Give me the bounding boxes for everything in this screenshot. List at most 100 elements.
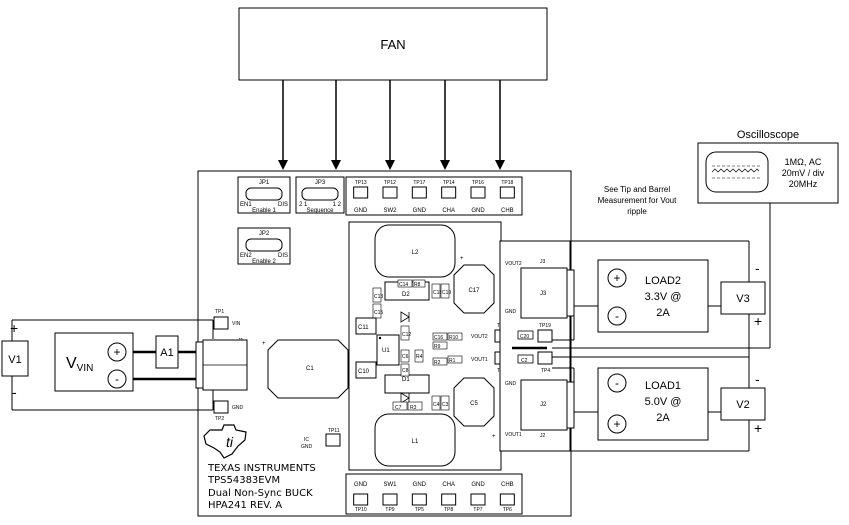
tp19-label: TP19 bbox=[539, 323, 551, 329]
r3-label: R3 bbox=[410, 405, 417, 411]
r1-label: R1 bbox=[449, 358, 456, 364]
c4-label: C4 bbox=[433, 402, 440, 408]
jp1-right: DIS bbox=[278, 202, 288, 208]
top-tp-box-tp18 bbox=[499, 186, 515, 199]
fan-block: FAN bbox=[238, 7, 548, 81]
voltmeter-v3: V3 - + bbox=[720, 260, 766, 329]
c12-label: C12 bbox=[402, 332, 411, 338]
bottom-tp-label-tp6: CHB bbox=[501, 482, 514, 488]
load1-current: 2A bbox=[656, 412, 670, 424]
bottom-tp-label-tp8: CHA bbox=[442, 482, 455, 488]
v2-plus: + bbox=[754, 420, 762, 436]
ammeter-a1: A1 bbox=[155, 335, 179, 369]
top-tp-name-tp18: TP18 bbox=[501, 180, 513, 186]
jp3-name: JP3 bbox=[315, 180, 326, 186]
jp1-left: EN1 bbox=[240, 202, 252, 208]
tp2-gnd: GND TP2 bbox=[213, 400, 244, 422]
jp1-caption: Enable 1 bbox=[252, 208, 276, 214]
load1-plus-terminal: + bbox=[613, 417, 620, 431]
j2-name: J2 bbox=[540, 402, 547, 408]
bottom-tp-box-tp9 bbox=[382, 493, 398, 506]
scope-setting-scale: 20mV / div bbox=[782, 168, 825, 178]
jp2-right: DIS bbox=[278, 253, 288, 259]
bottom-tp-label-tp9: SW1 bbox=[383, 482, 397, 488]
top-tp-name-tp17: TP17 bbox=[413, 180, 425, 186]
top-tp-label-tp16: GND bbox=[471, 208, 485, 214]
logo-line-2: TPS54383EVM bbox=[207, 475, 280, 486]
bottom-tp-box-tp5 bbox=[411, 493, 427, 506]
fan-arrows bbox=[278, 80, 505, 170]
top-tp-name-tp13: TP13 bbox=[355, 180, 367, 186]
capacitor-c11: C11 bbox=[355, 317, 377, 335]
inductor-l2: L2 bbox=[374, 224, 456, 278]
c2-label: C2 bbox=[521, 358, 528, 364]
tp11-label-ic: IC bbox=[304, 437, 309, 443]
c15-label: C15 bbox=[374, 310, 383, 316]
v3-plus: + bbox=[754, 313, 762, 329]
load2-voltage: 3.3V @ bbox=[645, 291, 682, 303]
j2-gnd-label: GND bbox=[505, 381, 517, 387]
vout1-tp-name: VOUT1 bbox=[471, 357, 488, 363]
bottom-small-parts: C7 R3 C4 C3 bbox=[392, 395, 450, 411]
capacitor-c2: C2 bbox=[517, 354, 534, 364]
c5-label: C5 bbox=[470, 401, 478, 407]
oscilloscope: Oscilloscope 1MΩ, AC 20mV / div 20MHz bbox=[697, 129, 839, 204]
c1-plus: + bbox=[262, 341, 266, 347]
u1-label: U1 bbox=[382, 348, 390, 354]
v2-label: V2 bbox=[736, 399, 749, 411]
v1-minus: - bbox=[12, 384, 17, 400]
j3-gnd-label: GND bbox=[505, 309, 517, 315]
load1: - + LOAD1 5.0V @ 2A bbox=[597, 367, 709, 441]
logo-line-3: Dual Non-Sync BUCK bbox=[208, 488, 313, 499]
top-tp-label-tp13: GND bbox=[354, 208, 368, 214]
c13-label: C13 bbox=[374, 294, 383, 300]
bottom-tp-box-tp6 bbox=[499, 493, 515, 506]
d2-label: D2 bbox=[402, 292, 410, 298]
top-tp-box-tp17 bbox=[411, 186, 427, 199]
capacitor-c10: C10 bbox=[355, 361, 377, 379]
c10-label: C10 bbox=[358, 369, 370, 375]
jumper-jp3: JP3 2 1 1 2 Sequence bbox=[295, 176, 345, 214]
mid-small-parts: C12 C16 R10 R9 R4 R1 R2 C6 C8 bbox=[400, 325, 463, 377]
note-line-2: Measurement for Vout bbox=[598, 196, 677, 205]
c7-label: C7 bbox=[395, 405, 402, 411]
c18-label: C18 bbox=[433, 290, 442, 296]
top-tp-label-tp14: CHA bbox=[442, 208, 455, 214]
c19-label: C19 bbox=[442, 290, 451, 296]
oscilloscope-title: Oscilloscope bbox=[737, 129, 799, 141]
r2-label: R2 bbox=[434, 360, 441, 366]
capacitor-c1: C1 + bbox=[262, 339, 349, 399]
j2-vout-label: VOUT1 bbox=[505, 432, 522, 438]
load2-plus-terminal: + bbox=[613, 271, 620, 285]
jp3-caption: Sequence bbox=[306, 208, 334, 214]
j3-name: J3 bbox=[540, 291, 547, 297]
tp11-ic-gnd: TP11 IC GND bbox=[301, 428, 341, 450]
bottom-tp-label-tp7: GND bbox=[471, 482, 485, 488]
bottom-tp-label-tp5: GND bbox=[413, 482, 427, 488]
load1-voltage: 5.0V @ bbox=[645, 396, 682, 408]
fan-label: FAN bbox=[380, 37, 405, 52]
v3-minus: - bbox=[755, 260, 760, 276]
load1-minus-terminal: - bbox=[615, 376, 619, 390]
load2-current: 2A bbox=[656, 307, 670, 319]
r10-label: R10 bbox=[449, 335, 458, 341]
input-wiring bbox=[11, 319, 214, 411]
j3-vout-label: VOUT2 bbox=[505, 261, 522, 267]
top-tp-label-tp12: SW2 bbox=[383, 208, 397, 214]
vin-minus-terminal: - bbox=[115, 372, 119, 386]
voltmeter-v2: V2 - + bbox=[720, 371, 766, 436]
load2-minus-terminal: - bbox=[615, 309, 619, 323]
v3-label: V3 bbox=[736, 293, 749, 305]
vout2-tp-name: VOUT2 bbox=[471, 334, 488, 340]
c8-label: C8 bbox=[402, 368, 409, 374]
v1-plus: + bbox=[10, 320, 18, 336]
top-testpoint-header: TP13GNDTP12SW2TP17GNDTP14CHATP16GNDTP18C… bbox=[345, 176, 523, 216]
c6-label: C6 bbox=[402, 354, 409, 360]
top-tp-box-tp14 bbox=[441, 186, 457, 199]
connector-j1: J1 bbox=[195, 338, 248, 391]
jp2-caption: Enable 2 bbox=[252, 259, 276, 265]
jp1-name: JP1 bbox=[259, 180, 270, 186]
c16-label: C16 bbox=[434, 335, 443, 341]
ic-u1: U1 bbox=[376, 334, 400, 366]
